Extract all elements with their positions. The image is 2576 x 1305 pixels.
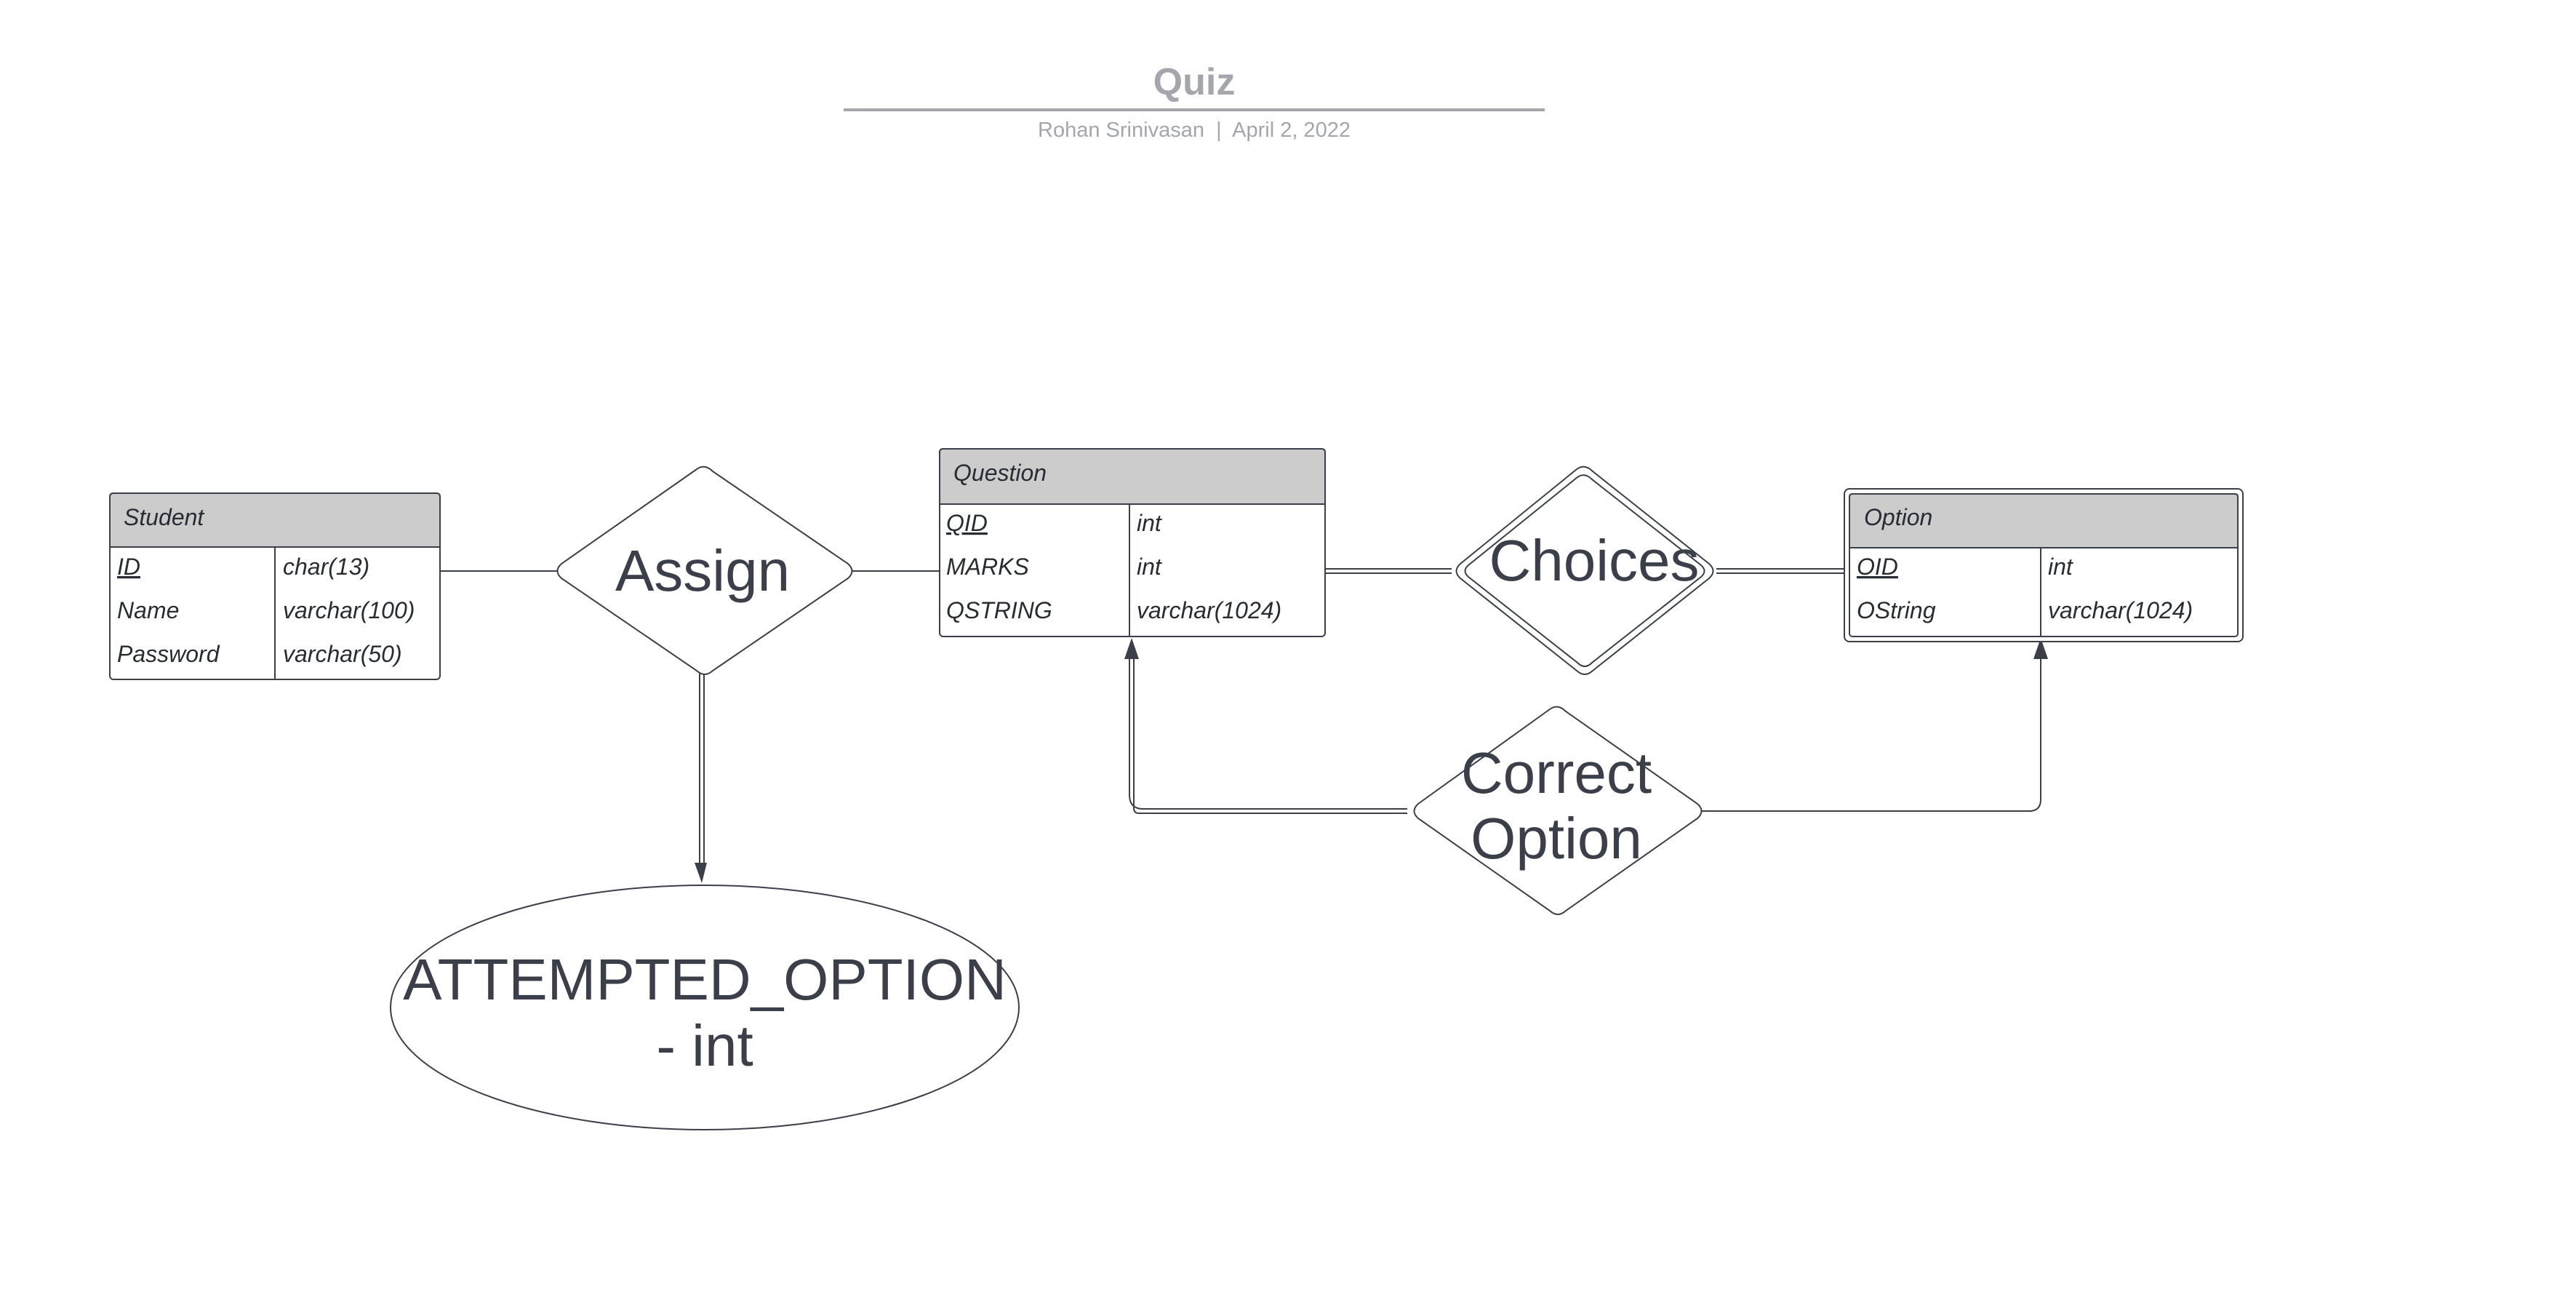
question-field-qstring: QSTRING bbox=[946, 597, 1052, 623]
connector-correct-option bbox=[1702, 638, 2048, 812]
question-type-qid: int bbox=[1137, 510, 1162, 536]
diagram-title: Quiz bbox=[1153, 61, 1236, 103]
student-type-id: char(13) bbox=[283, 554, 369, 580]
diagram-header: Quiz Rohan Srinivasan | April 2, 2022 bbox=[844, 61, 1545, 142]
entity-option[interactable]: Option OID int OString varchar(1024) bbox=[1844, 488, 2244, 642]
attribute-attempted-option-line1: ATTEMPTED_OPTION bbox=[403, 947, 1007, 1012]
connector-choices-option bbox=[1716, 568, 1844, 574]
relationship-choices[interactable]: Choices bbox=[1455, 466, 1714, 675]
connector-question-choices bbox=[1325, 568, 1452, 574]
connector-assign-attribute bbox=[695, 669, 707, 883]
connectors bbox=[440, 568, 2048, 883]
option-field-ostring: OString bbox=[1857, 597, 1936, 623]
option-type-ostring: varchar(1024) bbox=[2048, 597, 2193, 623]
question-type-marks: int bbox=[1137, 554, 1162, 580]
entity-question[interactable]: Question QID int MARKS int QSTRING varch… bbox=[939, 448, 1326, 637]
attribute-attempted-option-line2: - int bbox=[656, 1013, 753, 1078]
question-field-marks: MARKS bbox=[946, 554, 1029, 580]
option-field-oid: OID bbox=[1857, 554, 1898, 580]
relationship-correct-option-line2: Option bbox=[1471, 806, 1642, 871]
relationship-assign-label: Assign bbox=[615, 538, 790, 603]
student-field-name: Name bbox=[117, 597, 179, 623]
connector-correct-question bbox=[1124, 638, 1407, 814]
student-type-name: varchar(100) bbox=[283, 597, 415, 623]
attribute-attempted-option[interactable]: ATTEMPTED_OPTION - int bbox=[390, 885, 1020, 1130]
entity-option-title: Option bbox=[1864, 504, 1932, 530]
student-field-id: ID bbox=[117, 554, 140, 580]
student-type-password: varchar(50) bbox=[283, 641, 402, 667]
question-type-qstring: varchar(1024) bbox=[1137, 597, 1281, 623]
relationship-assign[interactable]: Assign bbox=[556, 466, 853, 675]
relationship-correct-option[interactable]: Correct Option bbox=[1413, 706, 1703, 915]
entity-student[interactable]: Student ID char(13) Name varchar(100) Pa… bbox=[109, 492, 441, 680]
entity-student-title: Student bbox=[124, 504, 204, 530]
diagram-subtitle: Rohan Srinivasan | April 2, 2022 bbox=[1038, 119, 1351, 142]
relationship-choices-label: Choices bbox=[1489, 528, 1699, 593]
student-field-password: Password bbox=[117, 641, 220, 667]
entity-question-title: Question bbox=[953, 460, 1047, 486]
question-field-qid: QID bbox=[946, 510, 988, 536]
relationship-correct-option-line1: Correct bbox=[1461, 741, 1652, 805]
option-type-oid: int bbox=[2048, 554, 2073, 580]
